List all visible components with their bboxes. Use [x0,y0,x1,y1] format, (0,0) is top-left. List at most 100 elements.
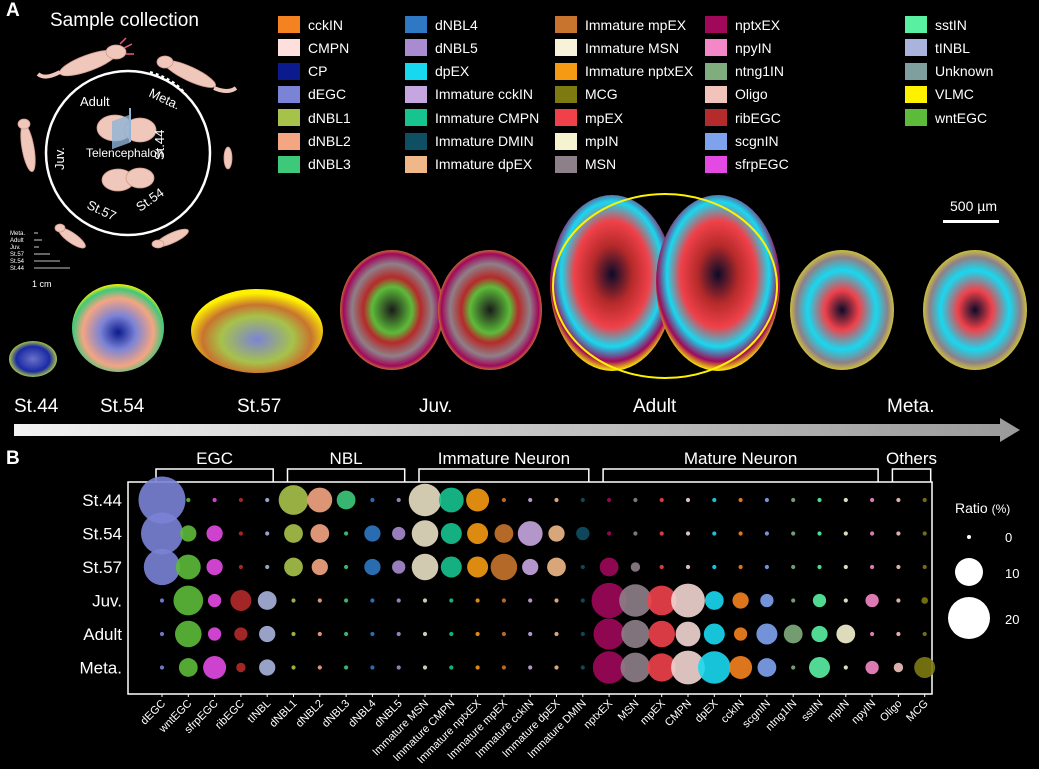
legend-label: CMPN [308,39,350,56]
dot [528,598,533,603]
dot [364,558,381,576]
meta-axolotl-image [156,55,238,93]
section-juv [340,250,542,370]
dot [291,631,296,637]
dot [138,476,186,524]
scale-bar-label: 500 µm [950,198,997,214]
legend-label: sstIN [935,16,967,33]
dot [870,631,875,637]
dot [317,631,322,637]
dot [812,593,827,608]
dot [646,585,677,616]
st57-axolotl-image [54,223,86,249]
dot [593,618,625,650]
legend-item: MCG [555,85,618,103]
life-cycle-ring [44,69,212,237]
dot [621,619,650,649]
ratio-legend-value-20: 20 [1005,612,1019,627]
legend-item: ntng1IN [705,62,784,80]
dot [648,620,675,648]
legend-label: Immature mpEX [585,16,687,33]
dot [370,598,375,603]
dot [449,631,454,637]
mini-label-st54: St.54 [10,259,25,265]
dot [811,625,828,643]
dot [475,631,480,637]
legend-item: dNBL3 [278,155,351,173]
life-cycle-diagram: Adult Meta. Juv. St.44 St.57 St.54 Telen… [17,37,238,249]
legend-item: ribEGC [705,109,781,127]
dot [370,665,375,670]
dot [175,620,202,648]
legend-swatch [905,85,927,103]
dot [764,564,770,570]
dot [392,560,406,574]
row-label: Juv. [92,592,122,611]
dot [159,631,165,637]
dot [843,531,848,536]
dot [607,497,612,503]
legend-item: sfrpEGC [705,155,789,173]
dot [180,525,197,542]
legend-label: dNBL2 [308,133,351,149]
dot [178,658,198,677]
dot [370,497,375,503]
dot [528,631,533,637]
dot [278,485,309,515]
dot [265,531,270,536]
st44-larva-image [223,146,233,170]
group-bracket [418,468,590,482]
legend-item: scgnIN [705,132,779,150]
dot [408,483,442,517]
dot [554,497,559,503]
legend-item: mpIN [555,132,618,150]
group-bracket [286,468,406,482]
dot [817,531,822,536]
dot [238,497,243,503]
legend-swatch [555,85,577,103]
legend-swatch [555,62,577,80]
dot [501,497,506,503]
dot [236,662,246,673]
dot [756,623,778,645]
section-label-meta: Meta. [887,396,935,417]
dot [633,497,638,503]
dot [344,564,349,570]
legend-swatch [278,85,300,103]
legend-label: CP [308,63,328,80]
dot [265,497,270,503]
dot [501,665,506,670]
dot [310,524,330,543]
dot [501,631,506,637]
one-cm-label: 1 cm [32,279,52,289]
dot [675,621,701,647]
dot [591,582,627,619]
dot [528,665,533,670]
dot [843,665,848,670]
dot [440,556,462,578]
legend-label: MSN [585,156,617,173]
legend-swatch [705,109,727,127]
legend-label: tINBL [935,39,971,56]
group-label: Mature Neuron [684,449,797,468]
dot [175,554,201,580]
legend-swatch [278,62,300,80]
dot [438,487,464,513]
column-label: ribEGC [213,698,247,732]
mini-label-adult: Adult [10,238,24,244]
legend-swatch [705,155,727,173]
dot [207,593,222,608]
section-label-st54: St.54 [100,396,145,417]
dot [922,564,927,570]
st54-axolotl-image [151,228,189,249]
dot [548,525,565,542]
dot [344,665,349,670]
legend-label: Immature CMPN [435,109,540,126]
legend-swatch [278,155,300,173]
dot [547,557,566,577]
column-label: dpEX [693,697,721,725]
dot [528,497,533,503]
juvenile-axolotl-image [17,118,36,173]
dot [671,583,705,618]
